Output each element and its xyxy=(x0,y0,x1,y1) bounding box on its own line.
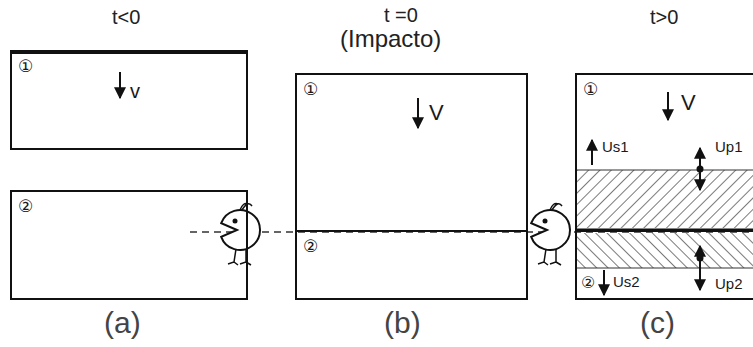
particle-velocity-label: Up2 xyxy=(715,276,743,293)
chick-observer xyxy=(531,204,570,265)
velocity-label: V xyxy=(429,101,444,125)
panel-label: (a) xyxy=(104,306,141,339)
shock-velocity-arrow xyxy=(603,270,605,295)
material-number: ① xyxy=(18,58,33,77)
material-number: ① xyxy=(583,81,598,100)
chick-observer xyxy=(221,204,260,265)
material-number: ① xyxy=(303,81,318,100)
particle-velocity-label: Up1 xyxy=(715,139,743,156)
material-number: ② xyxy=(18,198,33,217)
particle-dot xyxy=(697,166,704,173)
event-label: (Impacto) xyxy=(340,26,441,52)
material-block: ② Us2 Up2 xyxy=(575,230,753,300)
material-block: ①V xyxy=(295,73,528,232)
time-label: t =0 xyxy=(384,4,418,26)
panel-label: (c) xyxy=(640,306,675,339)
material-block: ② xyxy=(10,190,248,300)
shocked-band xyxy=(577,170,753,228)
time-label: t>0 xyxy=(650,6,678,28)
shock-velocity-arrow xyxy=(591,140,593,165)
shock-front xyxy=(575,268,753,269)
material-number: ② xyxy=(303,238,318,257)
material-block: ② xyxy=(295,230,528,300)
time-label: t<0 xyxy=(112,6,140,28)
shock-velocity-label: Us2 xyxy=(613,274,640,291)
particle-dot xyxy=(697,255,704,262)
particle-velocity-arrow xyxy=(699,246,701,290)
shock-velocity-label: Us1 xyxy=(602,139,629,156)
velocity-arrow xyxy=(119,72,121,98)
material-number: ② xyxy=(581,274,595,292)
velocity-label: V xyxy=(681,91,696,115)
material-block: ① V Us1 Up1 xyxy=(575,73,753,232)
panel-label: (b) xyxy=(384,306,421,339)
velocity-arrow xyxy=(667,92,669,120)
material-block: ①v xyxy=(10,50,248,150)
shocked-band xyxy=(577,233,753,268)
shock-front xyxy=(575,170,753,171)
velocity-label: v xyxy=(130,80,140,102)
velocity-arrow xyxy=(417,98,419,128)
